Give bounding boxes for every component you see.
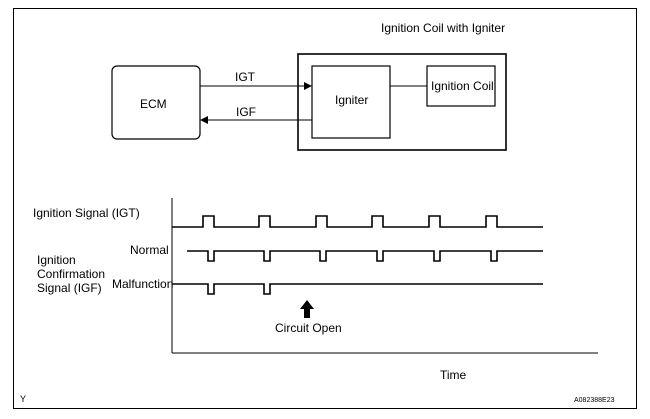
- igniter-block: [311, 65, 391, 139]
- malfunction-label: Malfunction: [112, 277, 174, 291]
- igt-arrowhead: [304, 82, 312, 90]
- igniter-label: Igniter: [335, 93, 369, 107]
- igf-label-line2: Confirmation: [37, 267, 106, 281]
- ecm-block: [111, 65, 201, 140]
- circuit-open-label: Circuit Open: [275, 321, 342, 335]
- figure-code: A082388E23: [574, 397, 615, 404]
- ignition-coil-label: Ignition Coil: [431, 79, 494, 93]
- normal-label: Normal: [130, 243, 169, 257]
- coil-assembly-box: [297, 53, 507, 151]
- ecm-label: ECM: [140, 97, 167, 111]
- circuit-open-arrow: [300, 300, 314, 318]
- igt-wire-label: IGT: [235, 70, 255, 84]
- igt-signal-label: Ignition Signal (IGT): [33, 206, 140, 220]
- igt-waveform: [172, 215, 543, 228]
- igf-arrowhead: [200, 116, 208, 124]
- time-axis-label: Time: [440, 368, 467, 382]
- figure-frame: [13, 8, 637, 409]
- igf-wire-label: IGF: [236, 105, 256, 119]
- igf-malfunction-waveform: [172, 283, 543, 295]
- igf-label-line1: Ignition: [37, 253, 76, 267]
- igf-normal-waveform: [187, 250, 543, 262]
- coil-assembly-title: Ignition Coil with Igniter: [381, 21, 506, 35]
- corner-letter: Y: [20, 394, 27, 404]
- igf-label-line3: Signal (IGF): [37, 281, 102, 295]
